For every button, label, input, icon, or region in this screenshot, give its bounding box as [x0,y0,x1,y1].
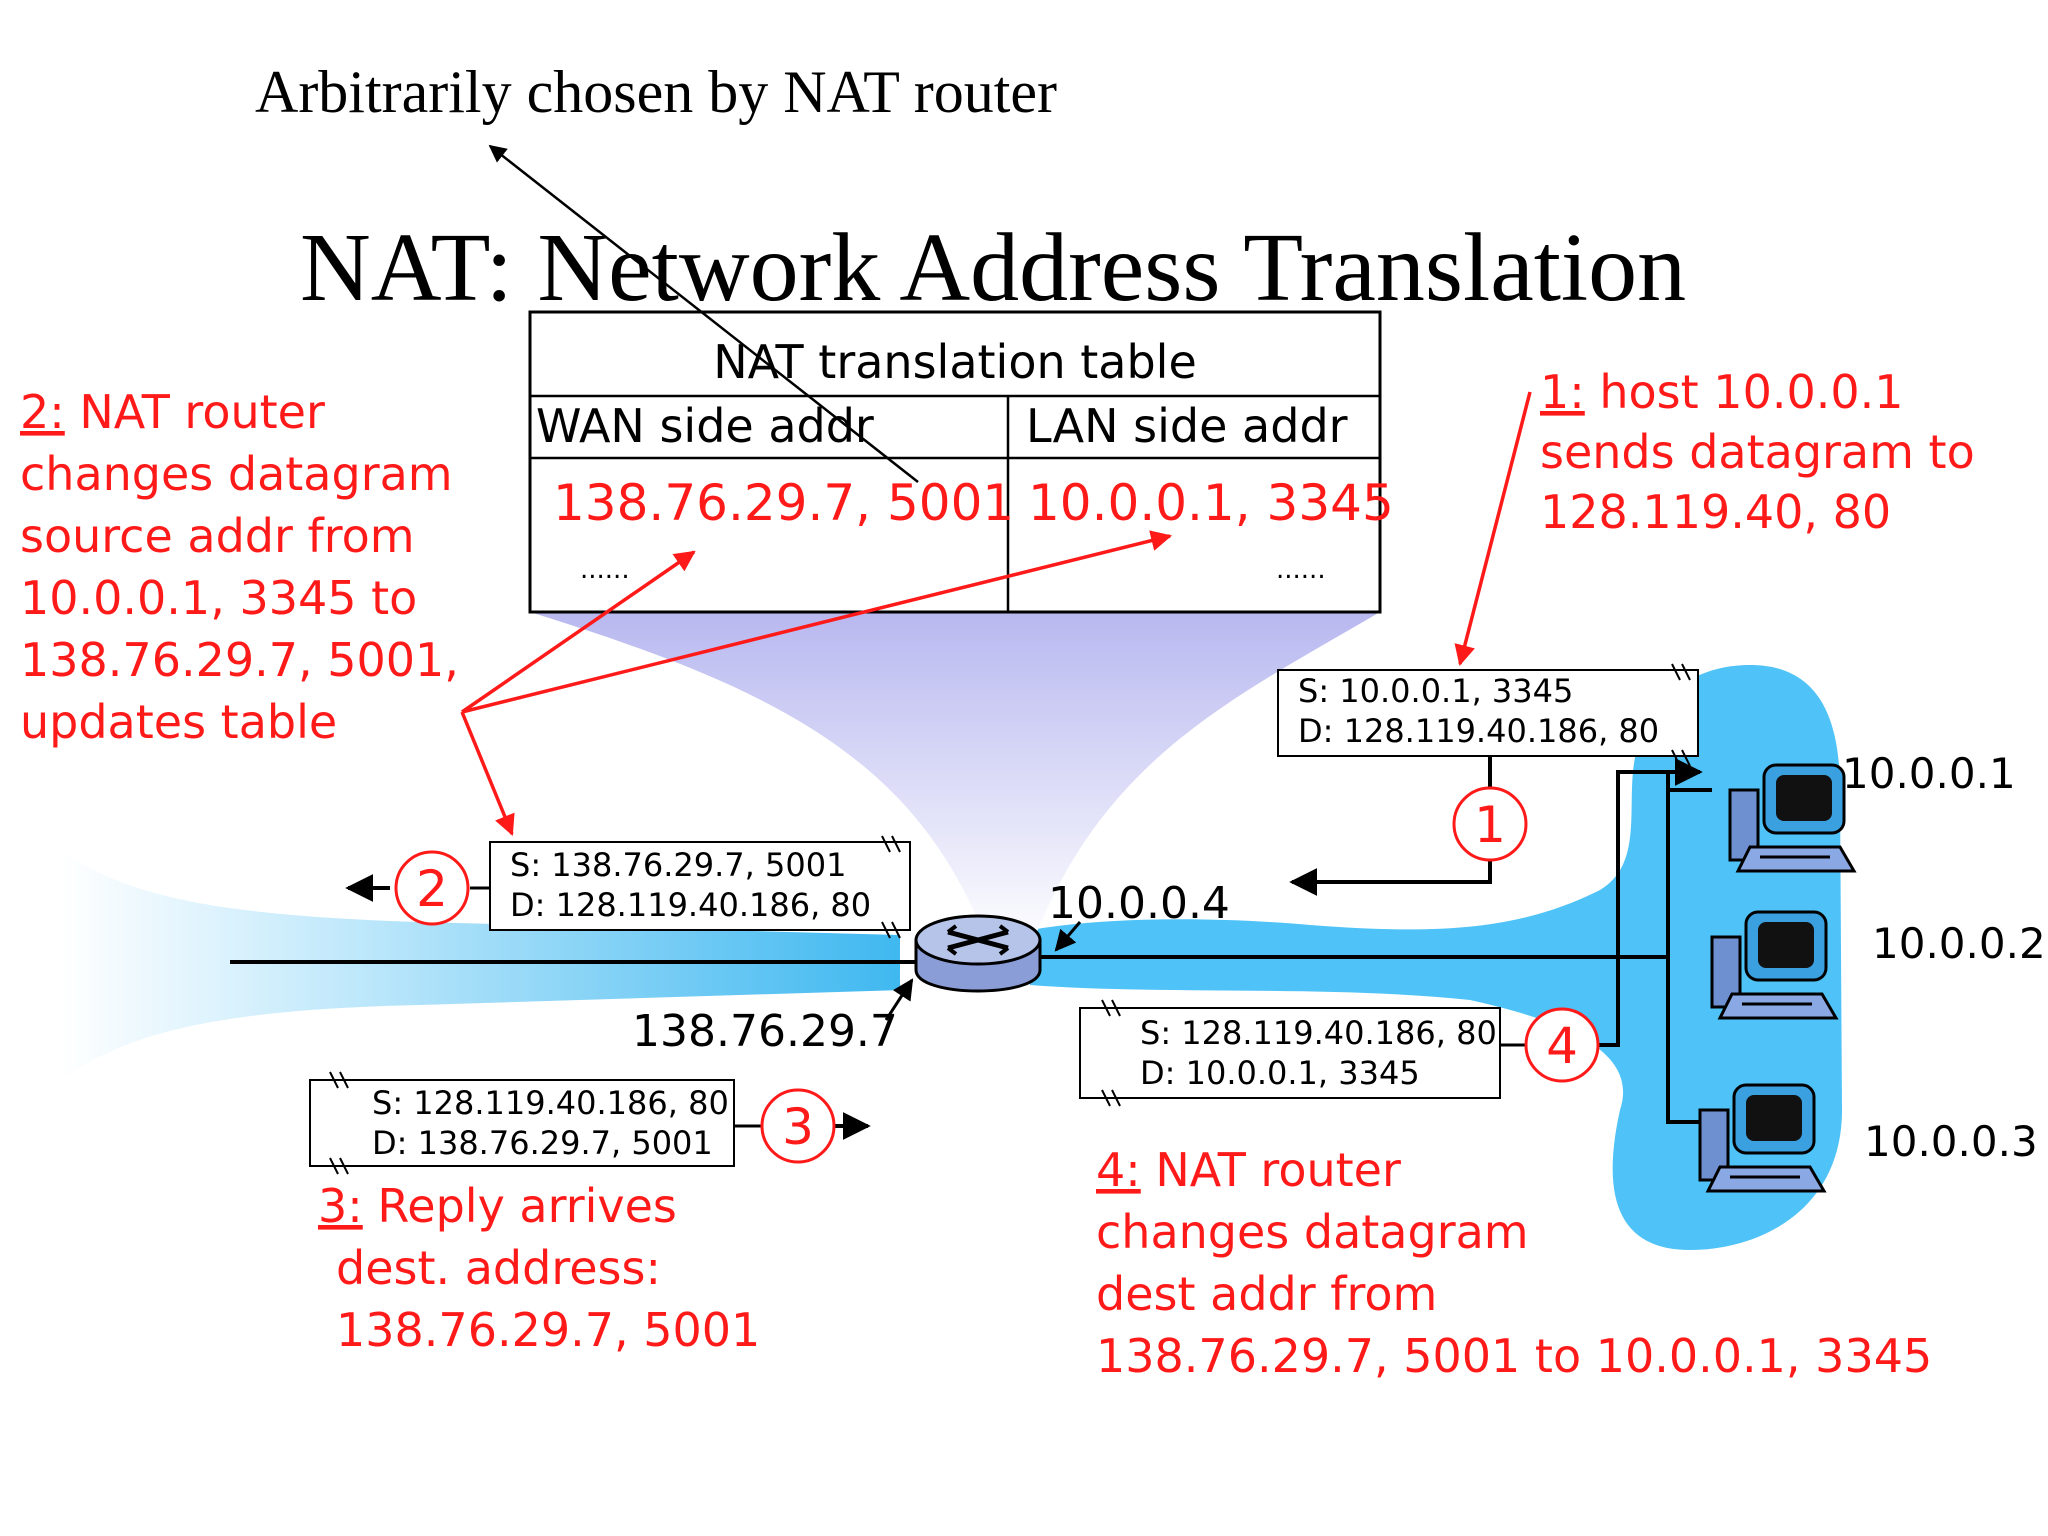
note-step-number: 3: [318,1179,363,1233]
host3-address: 10.0.0.3 [1864,1117,2038,1166]
svg-text:D: 138.76.29.7, 5001: D: 138.76.29.7, 5001 [372,1124,713,1162]
router-wan-pointer [884,978,914,1021]
svg-text:3: 3 [782,1098,814,1156]
table-cell-lan: ...... [1276,555,1326,585]
svg-text:changes datagram: changes datagram [1096,1205,1529,1259]
host2-address: 10.0.0.2 [1872,919,2046,968]
note-step-number: 4: [1096,1143,1141,1197]
nat-translation-table: NAT translation table WAN side addr LAN … [528,310,1394,614]
step-2-circle: 2 [394,850,470,926]
router-lan-pointer [1054,921,1082,952]
packet-3: S: 128.119.40.186, 80 D: 138.76.29.7, 50… [309,1071,735,1175]
svg-text:1: host 10.0.0.1: 1: host 10.0.0.1 [1540,365,1904,419]
svg-text:10.0.0.1, 3345 to: 10.0.0.1, 3345 to [20,571,417,625]
svg-text:changes datagram: changes datagram [20,447,453,501]
packet-2: S: 138.76.29.7, 5001 D: 128.119.40.186, … [489,835,911,939]
table-header-lan: LAN side addr [1026,399,1348,453]
svg-text:S: 10.0.0.1, 3345: S: 10.0.0.1, 3345 [1298,672,1573,710]
table-cell-wan: ...... [580,555,630,585]
svg-text:dest. address:: dest. address: [336,1241,661,1295]
note-step-2: 2: NAT router changes datagram source ad… [20,385,459,749]
packet-4: S: 128.119.40.186, 80 D: 10.0.0.1, 3345 [1079,999,1501,1107]
table-cell-wan: 138.76.29.7, 5001 [553,474,1014,532]
note1-arrow [1454,391,1532,667]
svg-text:dest addr from: dest addr from [1096,1267,1437,1321]
note2-arrow [460,711,515,836]
svg-text:138.76.29.7, 5001,: 138.76.29.7, 5001, [20,633,459,687]
svg-text:4: 4 [1546,1017,1578,1075]
note-step-number: 2: [20,385,65,439]
annotation-top: Arbitrarily chosen by NAT router [255,59,1057,125]
svg-text:S: 138.76.29.7, 5001: S: 138.76.29.7, 5001 [510,846,846,884]
note-step-1: 1: host 10.0.0.1 sends datagram to 128.1… [1540,365,1975,539]
table-cell-lan: 10.0.0.1, 3345 [1028,474,1394,532]
step-1-circle: 1 [1452,786,1528,862]
wan-cloud [60,850,900,1080]
router-wan-address: 138.76.29.7 [632,1006,898,1057]
svg-text:D: 128.119.40.186, 80: D: 128.119.40.186, 80 [1298,712,1659,750]
host-computer-icon[interactable] [1728,763,1857,873]
router-lan-address: 10.0.0.4 [1048,878,1230,929]
svg-text:4: NAT router: 4: NAT router [1096,1143,1401,1197]
svg-text:D: 10.0.0.1, 3345: D: 10.0.0.1, 3345 [1140,1054,1420,1092]
svg-text:sends datagram to: sends datagram to [1540,425,1975,479]
note2-arrow [461,530,1173,714]
svg-text:updates table: updates table [20,695,337,749]
svg-text:S: 128.119.40.186, 80: S: 128.119.40.186, 80 [372,1084,729,1122]
table-funnel [530,612,1380,950]
svg-text:138.76.29.7, 5001: 138.76.29.7, 5001 [336,1303,760,1357]
page-title: NAT: Network Address Translation [300,214,1686,322]
host-computer-icon[interactable] [1698,1083,1827,1193]
svg-text:3: Reply arrives: 3: Reply arrives [318,1179,677,1233]
svg-text:D: 128.119.40.186, 80: D: 128.119.40.186, 80 [510,886,871,924]
lan-packet-path [1598,758,1703,1047]
svg-text:128.119.40, 80: 128.119.40, 80 [1540,485,1891,539]
note-step-4: 4: NAT router changes datagram dest addr… [1096,1143,1932,1383]
svg-text:1: 1 [1474,796,1506,854]
note2-arrow [461,550,696,714]
step-3-circle: 3 [760,1088,836,1164]
step-4-circle: 4 [1524,1007,1600,1083]
svg-text:2: 2 [416,860,448,918]
table-caption: NAT translation table [713,335,1197,389]
note-step-number: 1: [1540,365,1585,419]
svg-text:S: 128.119.40.186, 80: S: 128.119.40.186, 80 [1140,1014,1497,1052]
svg-text:138.76.29.7, 5001 to 10.0.0.1,: 138.76.29.7, 5001 to 10.0.0.1, 3345 [1096,1329,1932,1383]
svg-text:2: NAT router: 2: NAT router [20,385,325,439]
svg-text:source addr from: source addr from [20,509,415,563]
nat-router-icon[interactable] [914,914,1042,993]
host-computer-icon[interactable] [1710,910,1839,1020]
host1-address: 10.0.0.1 [1842,749,2016,798]
annotation-arrow [488,144,919,483]
note-step-3: 3: Reply arrives dest. address: 138.76.2… [318,1179,760,1357]
packet-1: S: 10.0.0.1, 3345 D: 128.119.40.186, 80 [1277,663,1699,767]
table-header-wan: WAN side addr [536,399,874,453]
